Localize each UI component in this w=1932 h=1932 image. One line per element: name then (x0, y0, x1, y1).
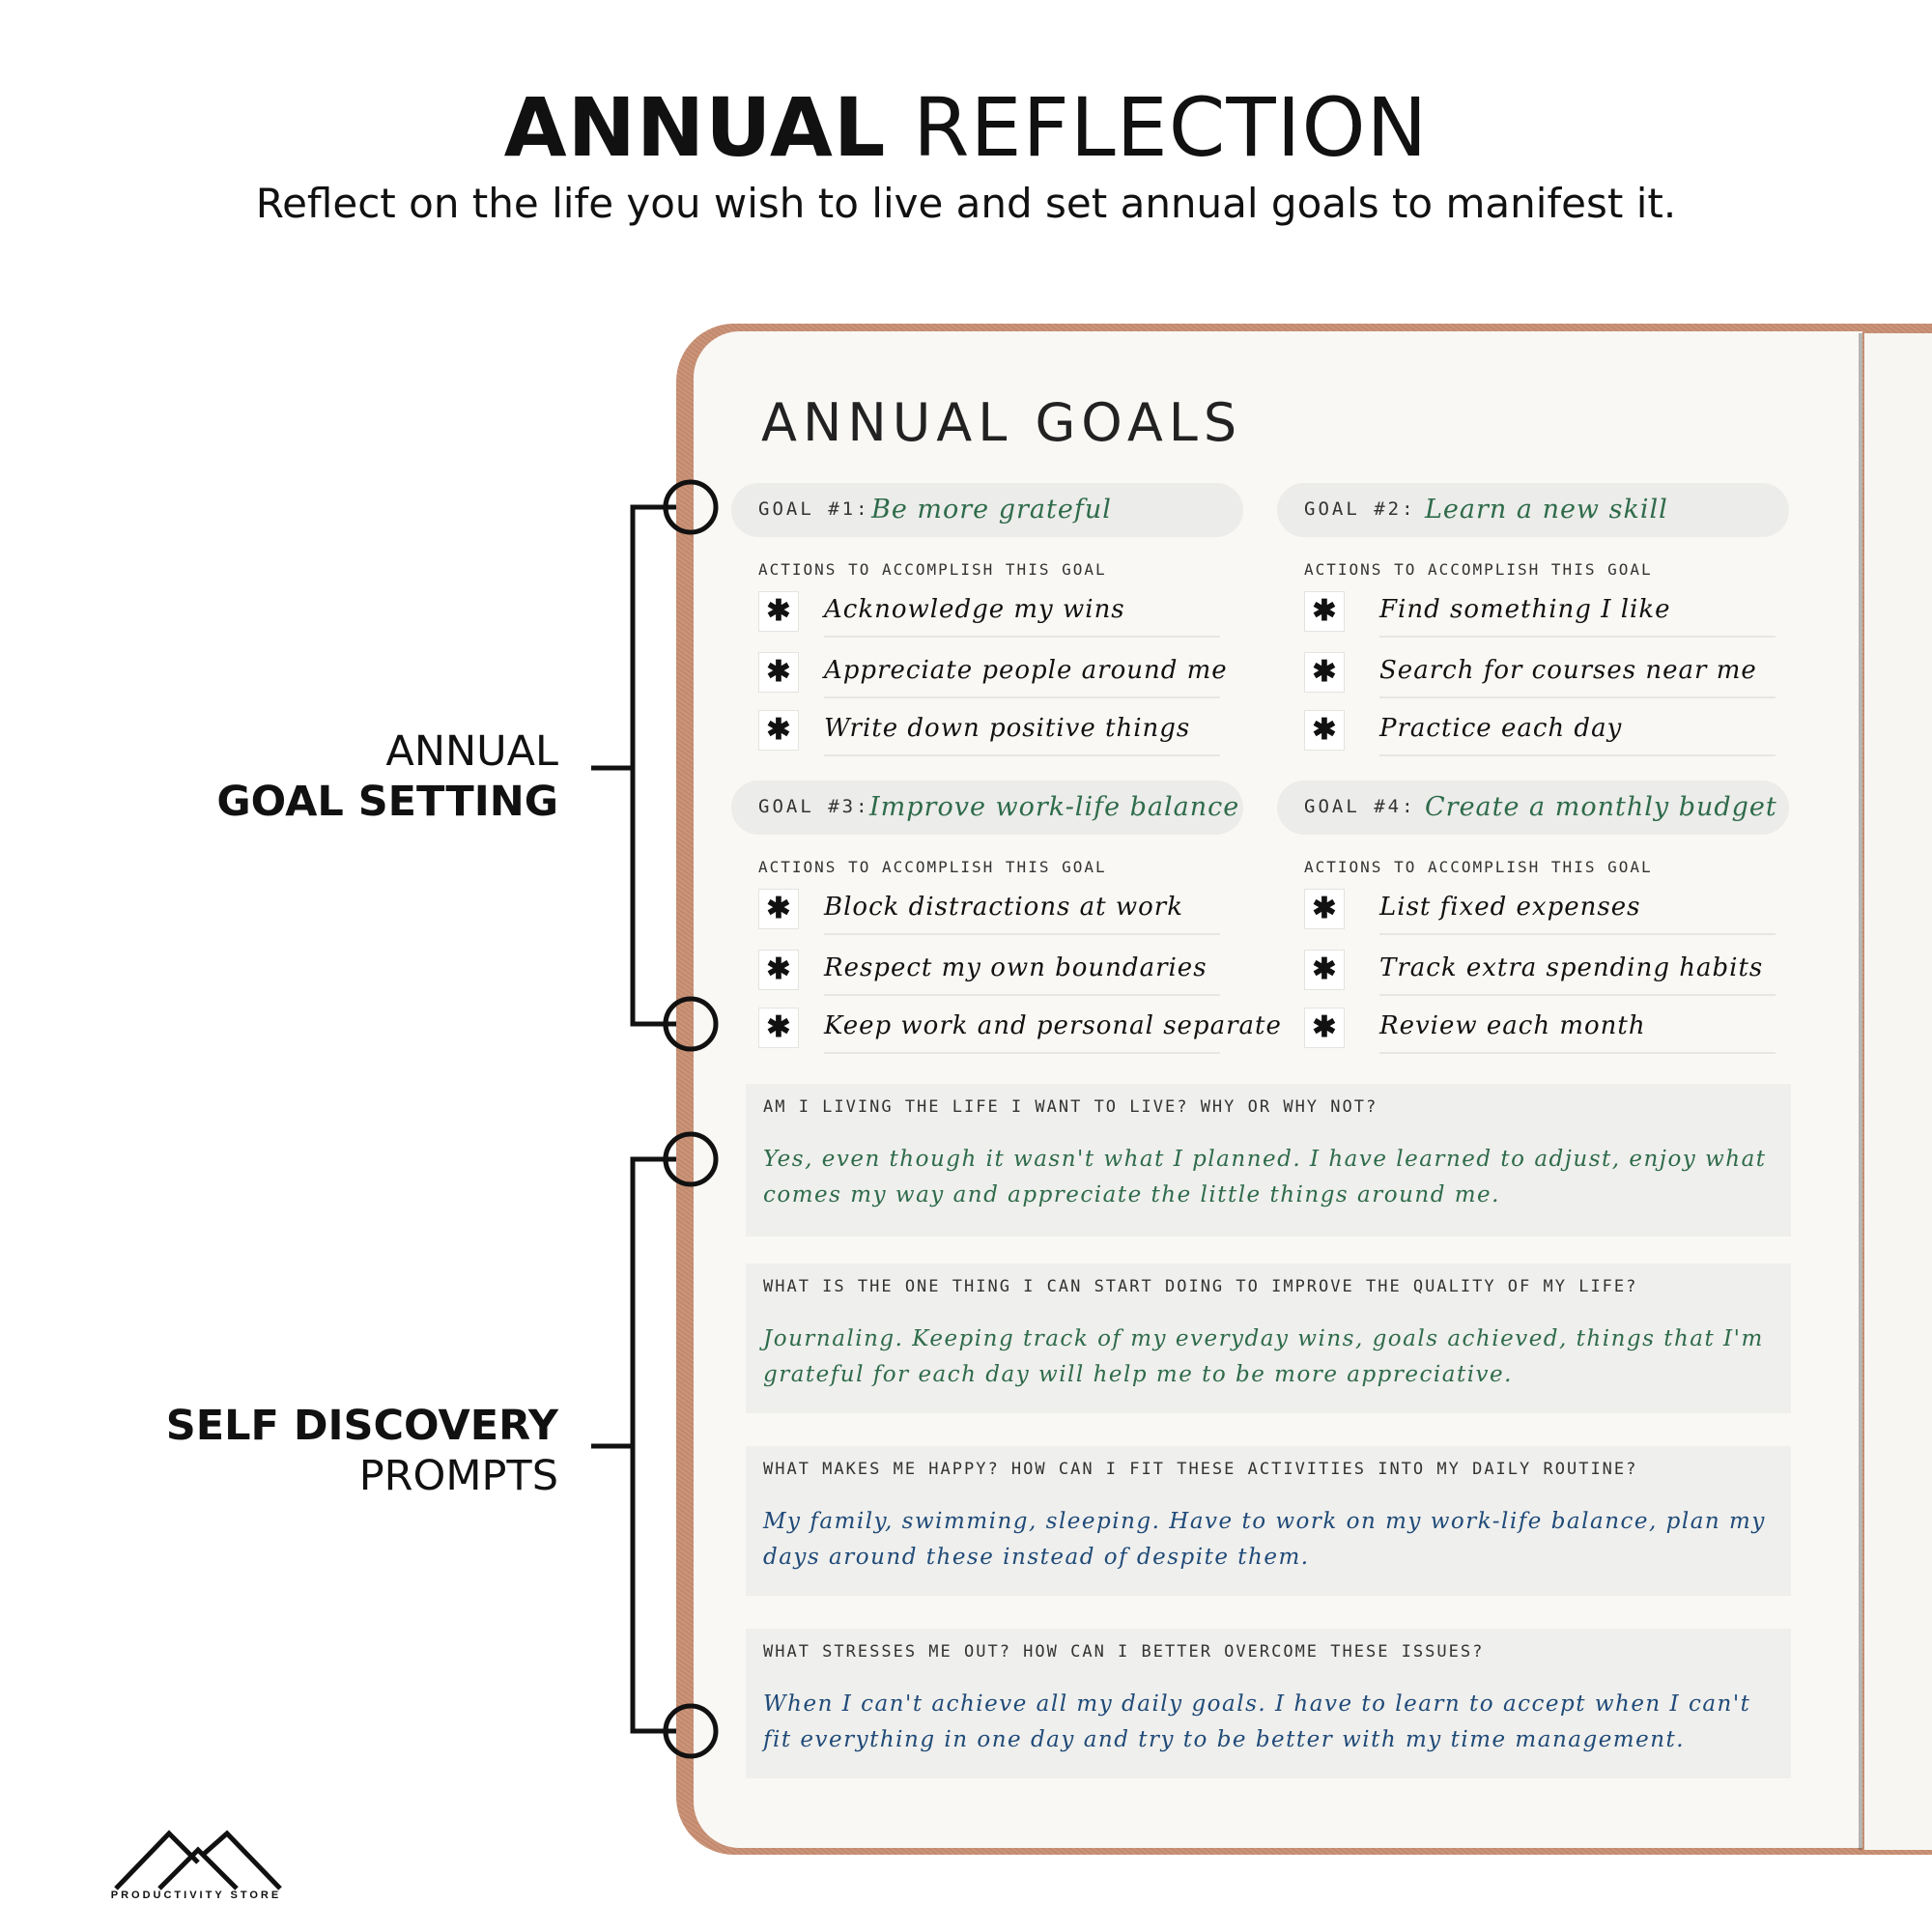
action-text: Respect my own boundaries (824, 953, 1208, 982)
title-light: REFLECTION (913, 80, 1429, 175)
action-text: Keep work and personal separate (824, 1011, 1282, 1040)
write-line (824, 933, 1220, 935)
action-item: ✱ Search for courses near me (1304, 652, 1787, 700)
title-bold: ANNUAL (503, 80, 887, 175)
prompt-box: WHAT MAKES ME HAPPY? HOW CAN I FIT THESE… (746, 1446, 1791, 1596)
goal-header-pill: GOAL #1: Be more grateful (731, 483, 1243, 537)
ring-hole-icon (663, 1703, 719, 1759)
write-line (824, 696, 1220, 698)
subtitle: Reflect on the life you wish to live and… (255, 180, 1677, 227)
prompt-question: AM I LIVING THE LIFE I WANT TO LIVE? WHY… (763, 1097, 1378, 1117)
goal-setting-label-line1: ANNUAL (385, 727, 558, 776)
asterisk-icon: ✱ (1304, 652, 1345, 693)
goal-header-pill: GOAL #2: Learn a new skill (1277, 483, 1789, 537)
goal-text: Improve work-life balance (869, 792, 1240, 822)
write-line (824, 1052, 1220, 1054)
self-discovery-label: SELF DISCOVERY PROMPTS (166, 1401, 558, 1501)
write-line (1379, 696, 1776, 698)
planner-facing-page (1864, 333, 1932, 1850)
write-line (1379, 754, 1776, 756)
action-item: ✱ Appreciate people around me (758, 652, 1241, 700)
write-line (824, 754, 1220, 756)
prompt-box: WHAT IS THE ONE THING I CAN START DOING … (746, 1264, 1791, 1413)
action-text: Practice each day (1379, 714, 1623, 743)
asterisk-icon: ✱ (758, 710, 799, 751)
action-text: List fixed expenses (1379, 893, 1641, 922)
prompt-answer: Journaling. Keeping track of my everyday… (763, 1326, 1764, 1387)
asterisk-icon: ✱ (1304, 1008, 1345, 1048)
actions-label: ACTIONS TO ACCOMPLISH THIS GOAL (1304, 560, 1653, 579)
action-item: ✱ Track extra spending habits (1304, 950, 1787, 998)
action-item: ✱ Acknowledge my wins (758, 591, 1241, 639)
prompt-box: WHAT STRESSES ME OUT? HOW CAN I BETTER O… (746, 1629, 1791, 1778)
asterisk-icon: ✱ (1304, 710, 1345, 751)
ring-hole-icon (663, 996, 719, 1052)
asterisk-icon: ✱ (758, 652, 799, 693)
prompt-answer: My family, swimming, sleeping. Have to w… (763, 1509, 1766, 1570)
actions-label: ACTIONS TO ACCOMPLISH THIS GOAL (1304, 858, 1653, 876)
action-item: ✱ Find something I like (1304, 591, 1787, 639)
write-line (1379, 933, 1776, 935)
asterisk-icon: ✱ (758, 950, 799, 990)
goal-number: GOAL #2: (1304, 498, 1416, 520)
write-line (1379, 636, 1776, 638)
asterisk-icon: ✱ (1304, 889, 1345, 929)
goal-header-pill: GOAL #3: Improve work-life balance (731, 781, 1243, 835)
action-item: ✱ Respect my own boundaries (758, 950, 1241, 998)
prompt-box: AM I LIVING THE LIFE I WANT TO LIVE? WHY… (746, 1084, 1791, 1236)
planner-spine (1859, 333, 1862, 1850)
action-text: Write down positive things (824, 714, 1191, 743)
action-item: ✱ List fixed expenses (1304, 889, 1787, 937)
self-discovery-label-line1: SELF DISCOVERY (165, 1402, 558, 1450)
actions-label: ACTIONS TO ACCOMPLISH THIS GOAL (758, 858, 1107, 876)
logo-text: PRODUCTIVITY STORE (110, 1889, 282, 1901)
ring-hole-icon (663, 1131, 719, 1187)
prompt-question: WHAT IS THE ONE THING I CAN START DOING … (763, 1277, 1638, 1296)
prompt-answer: When I can't achieve all my daily goals.… (763, 1691, 1751, 1752)
ring-hole-icon (663, 479, 719, 535)
action-text: Block distractions at work (824, 893, 1183, 922)
asterisk-icon: ✱ (758, 591, 799, 632)
action-item: ✱ Keep work and personal separate (758, 1008, 1281, 1056)
goal-text: Learn a new skill (1425, 495, 1668, 525)
goal-setting-label-line2: GOAL SETTING (216, 778, 558, 826)
action-text: Track extra spending habits (1379, 953, 1764, 982)
mountain-icon (114, 1830, 282, 1890)
write-line (824, 636, 1220, 638)
write-line (1379, 1052, 1776, 1054)
write-line (1379, 994, 1776, 996)
asterisk-icon: ✱ (1304, 950, 1345, 990)
goal-setting-label: ANNUAL GOAL SETTING (216, 726, 558, 827)
annual-goals-title: ANNUAL GOALS (761, 392, 1243, 453)
self-discovery-label-line2: PROMPTS (358, 1452, 558, 1500)
prompt-question: WHAT STRESSES ME OUT? HOW CAN I BETTER O… (763, 1642, 1485, 1662)
write-line (824, 994, 1220, 996)
asterisk-icon: ✱ (1304, 591, 1345, 632)
action-text: Search for courses near me (1379, 656, 1757, 685)
actions-label: ACTIONS TO ACCOMPLISH THIS GOAL (758, 560, 1107, 579)
action-item: ✱ Review each month (1304, 1008, 1787, 1056)
asterisk-icon: ✱ (758, 1008, 799, 1048)
action-item: ✱ Practice each day (1304, 710, 1787, 758)
prompt-answer: Yes, even though it wasn't what I planne… (763, 1147, 1767, 1208)
action-item: ✱ Write down positive things (758, 710, 1241, 758)
asterisk-icon: ✱ (758, 889, 799, 929)
goal-text: Be more grateful (871, 495, 1112, 525)
prompt-question: WHAT MAKES ME HAPPY? HOW CAN I FIT THESE… (763, 1460, 1638, 1479)
action-item: ✱ Block distractions at work (758, 889, 1241, 937)
page-title: ANNUAL REFLECTION (0, 79, 1932, 176)
action-text: Acknowledge my wins (824, 595, 1125, 624)
action-text: Find something I like (1379, 595, 1671, 624)
action-text: Review each month (1379, 1011, 1646, 1040)
goal-number: GOAL #4: (1304, 796, 1416, 817)
goal-text: Create a monthly budget (1425, 792, 1777, 822)
action-text: Appreciate people around me (824, 656, 1228, 685)
goal-header-pill: GOAL #4: Create a monthly budget (1277, 781, 1789, 835)
goal-number: GOAL #3: (758, 796, 870, 817)
header: ANNUAL REFLECTION Reflect on the life yo… (0, 0, 1932, 251)
goal-number: GOAL #1: (758, 498, 870, 520)
